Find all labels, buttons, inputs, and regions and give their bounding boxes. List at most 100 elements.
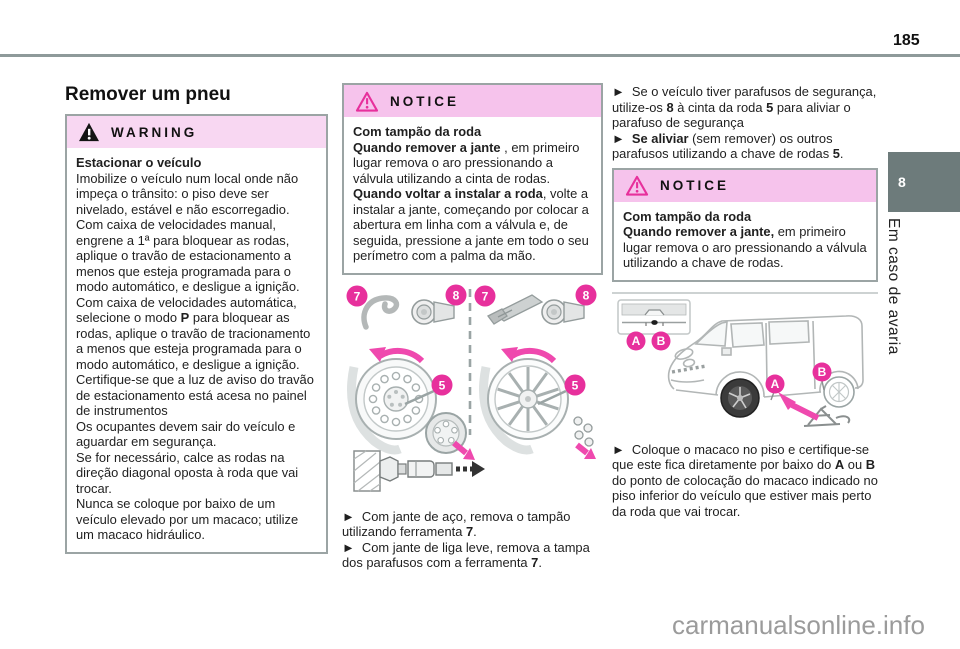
alloy-wheel-panel: 7 8 5 — [474, 284, 597, 459]
warning-paragraph: Os ocupantes devem sair do veículo e agu… — [76, 418, 296, 450]
warning-paragraph: Com caixa de velocidades manual, engrene… — [76, 217, 300, 294]
marker-7-left — [346, 285, 368, 306]
marker-7-right — [474, 285, 496, 306]
notice-header-right: NOTICE — [614, 169, 876, 202]
section-tab-number: 8 — [898, 174, 906, 190]
jack-arrow — [790, 401, 820, 421]
remove-arrow-right — [575, 442, 589, 455]
svg-text:B: B — [818, 365, 827, 379]
wheel-wrench-right — [537, 389, 567, 405]
svg-text:5: 5 — [439, 378, 446, 392]
marker-a-inset — [626, 331, 646, 350]
svg-text:7: 7 — [482, 289, 489, 303]
column-middle: NOTICE Com tampão da roda Quando remover… — [342, 83, 603, 571]
notice-paragraph: Com tampão da roda — [353, 124, 482, 139]
marker-5-left — [431, 374, 453, 395]
steel-wheel-panel: 7 8 5 — [346, 284, 475, 460]
figure-wheel-removal: 7 8 5 — [346, 284, 597, 492]
middle-instructions: ► Com jante de aço, remova o tampão util… — [342, 509, 603, 571]
stud-detail — [353, 449, 485, 492]
notice-label-right: NOTICE — [660, 178, 730, 193]
notice-paragraph: Quando remover a jante , em primeiro lug… — [353, 139, 580, 186]
notice-triangle-icon — [625, 175, 649, 196]
marker-8-left — [445, 284, 467, 305]
svg-text:7: 7 — [354, 289, 361, 303]
hubcap-hook-tool — [361, 294, 400, 330]
notice-paragraph: Quando voltar a instalar a roda, volte a… — [353, 186, 589, 263]
warning-header: WARNING — [67, 116, 326, 148]
warning-paragraph: Nunca se coloque por baixo de um veículo… — [76, 496, 299, 542]
marker-5-right — [564, 374, 586, 395]
alloy-rim — [487, 357, 569, 440]
marker-8-right — [575, 284, 597, 305]
svg-text:B: B — [657, 334, 666, 348]
watermark: carmanualsonline.info — [672, 610, 925, 640]
van-rear-wheel — [823, 375, 855, 408]
notice-body: Com tampão da roda Quando remover a jant… — [344, 117, 601, 273]
notice-triangle-icon — [355, 91, 379, 112]
marker-b-van — [812, 362, 832, 381]
loosen-arrowhead-left — [369, 346, 386, 362]
notice-body-right: Com tampão da roda Quando remover a jant… — [614, 202, 876, 280]
remove-arrowhead-left — [463, 447, 475, 460]
column-left: Remover um pneu WARNING Estacionar o veí… — [65, 84, 328, 554]
remove-arrow-left — [452, 440, 468, 455]
marker-b-pointer — [821, 380, 825, 390]
socket-right — [541, 298, 585, 325]
loosen-arrow-right — [510, 347, 557, 363]
svg-text:8: 8 — [453, 288, 460, 302]
van-outline — [667, 314, 864, 398]
warning-paragraph: Com caixa de velocidades automática, sel… — [76, 294, 311, 372]
notice-paragraph: Quando remover a jante, em primeiro luga… — [623, 224, 867, 270]
notice-box-right: NOTICE Com tampão da roda Quando remover… — [612, 167, 878, 282]
svg-text:5: 5 — [572, 378, 579, 392]
bolt-cap-tool — [487, 293, 544, 325]
notice-box-wheel-trim: NOTICE Com tampão da roda Quando remover… — [342, 83, 603, 275]
notice-paragraph: Com tampão da roda — [623, 208, 752, 224]
wheel-wrench-left — [404, 389, 435, 405]
fender-outline — [347, 365, 402, 454]
marker-b-inset — [651, 331, 671, 350]
bullet-steel-rim: ► Com jante de aço, remova o tampão util… — [342, 508, 571, 540]
column-right: ► Se o veículo tiver parafusos de segura… — [612, 84, 878, 519]
warning-body: Estacionar o veículo Imobilize o veículo… — [67, 148, 326, 552]
svg-text:8: 8 — [583, 288, 590, 302]
bullet-security-bolts: ► Se o veículo tiver parafusos de segura… — [612, 84, 877, 130]
warning-triangle-icon — [79, 122, 99, 142]
page-title: Remover um pneu — [65, 84, 231, 105]
fender-outline-right — [479, 365, 534, 454]
loosen-arrow-left — [378, 347, 425, 363]
warning-box: WARNING Estacionar o veículo Imobilize o… — [65, 114, 328, 554]
notice-header: NOTICE — [344, 85, 601, 117]
warning-paragraph: Imobilize o veículo num local onde não i… — [76, 170, 299, 217]
figure-jacking-points: A B — [612, 291, 878, 427]
remove-arrowhead-right — [584, 447, 596, 459]
marker-a-van — [765, 374, 785, 393]
notice-label: NOTICE — [390, 93, 460, 109]
jack — [803, 404, 851, 427]
sill-inset — [617, 298, 691, 335]
insert-arrowhead — [472, 460, 485, 477]
warning-paragraph: Estacionar o veículo — [76, 155, 202, 170]
bullet-alloy-rim: ► Com jante de liga leve, remova a tampa… — [342, 539, 590, 571]
warning-paragraph: Se for necessário, calce as rodas na dir… — [76, 449, 299, 496]
right-instructions-bottom: ► Coloque o macaco no piso e certifique-… — [612, 442, 878, 520]
page-number: 185 — [893, 32, 920, 49]
socket-left — [411, 298, 455, 325]
section-tab: 8 — [888, 152, 960, 212]
steel-rim — [355, 357, 437, 440]
figure-top-rule — [612, 291, 878, 294]
wheel-bolts — [573, 415, 594, 447]
chapter-title-vertical: Em caso de avaria — [885, 218, 902, 355]
svg-text:A: A — [771, 377, 780, 391]
van-front-wheel — [720, 377, 760, 418]
warning-paragraph: Certifique-se que a luz de aviso do trav… — [76, 372, 314, 418]
header-rule — [0, 54, 960, 57]
jack-arrowhead — [778, 391, 796, 410]
loosen-arrowhead-right — [501, 346, 518, 362]
warning-label: WARNING — [111, 124, 198, 140]
right-instructions-top: ► Se o veículo tiver parafusos de segura… — [612, 84, 878, 162]
svg-text:A: A — [632, 334, 641, 348]
bullet-loosen-bolts: ► Se aliviar (sem remover) os outros par… — [612, 130, 844, 162]
